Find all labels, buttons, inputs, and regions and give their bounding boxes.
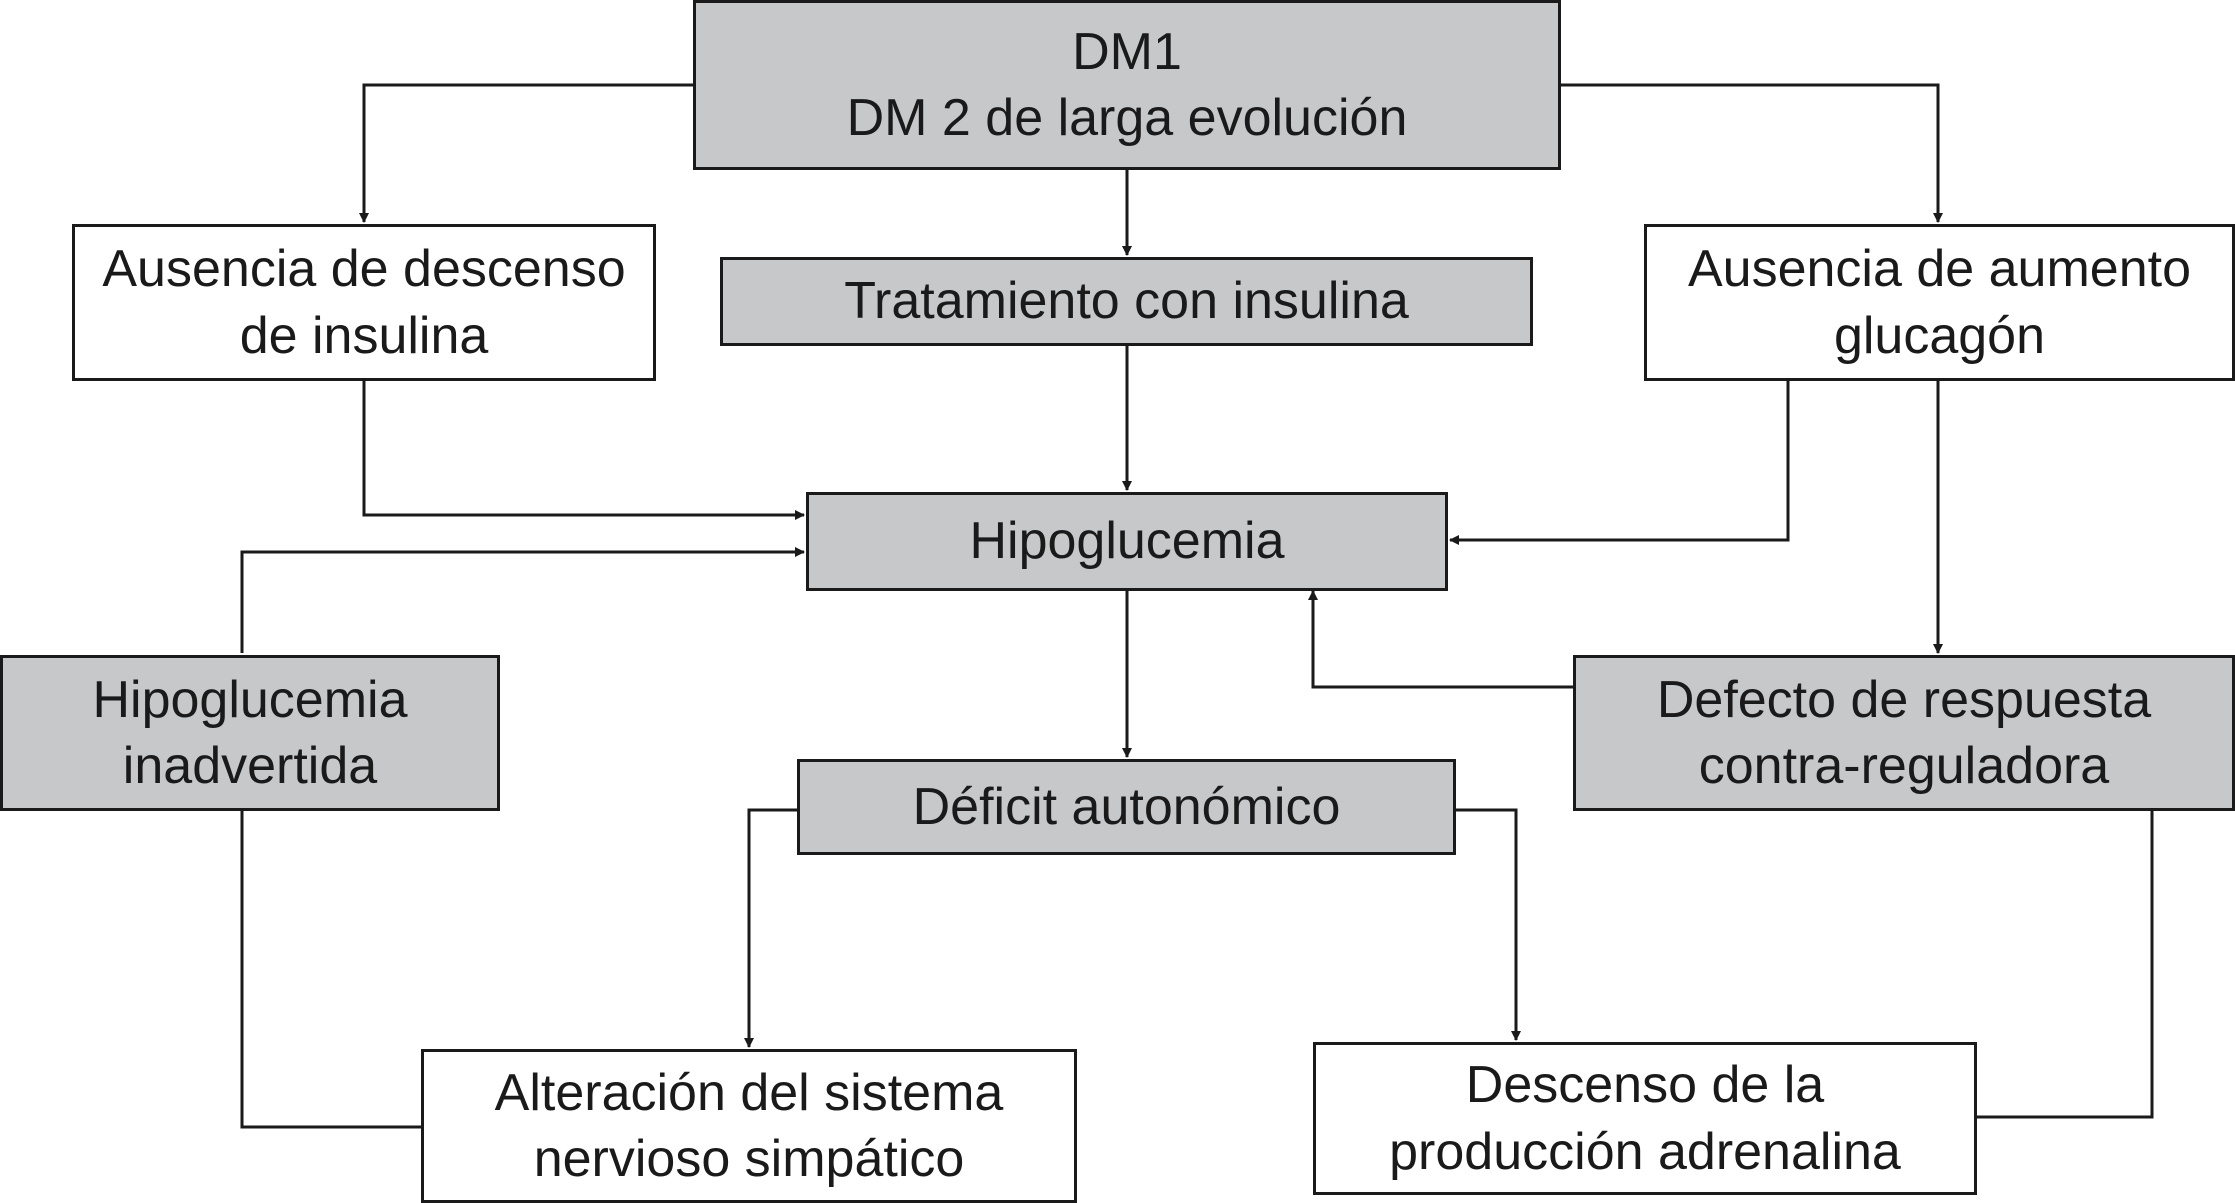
node-hipoglucemia-inadvertida: Hipoglucemia inadvertida xyxy=(0,655,500,811)
arrow-deficit-to-descenso xyxy=(1456,808,1521,1041)
arrow-deficit-to-alteracion xyxy=(744,808,797,1048)
arrow-ausencia-insulina-to-hipoglucemia xyxy=(362,381,805,520)
node-descenso-adrenalina: Descenso de la producción adrenalina xyxy=(1313,1042,1977,1195)
arrow-inadvertida-to-hipoglucemia xyxy=(240,547,805,653)
node-hipoglucemia-label: Hipoglucemia xyxy=(969,512,1285,571)
node-deficit-autonomico-label: Déficit autonómico xyxy=(912,777,1341,836)
node-alteracion-sistema-nervioso-label: Alteración del sistema nervioso simpátic… xyxy=(494,1063,1004,1188)
line-defecto-descenso xyxy=(1977,811,2154,1119)
node-descenso-adrenalina-label: Descenso de la producción adrenalina xyxy=(1389,1056,1901,1181)
node-hipoglucemia: Hipoglucemia xyxy=(806,492,1448,591)
node-ausencia-insulina-label: Ausencia de descenso de insulina xyxy=(102,240,626,365)
arrow-defecto-to-hipoglucemia xyxy=(1308,590,1573,689)
arrow-dm-to-ausencia-insulina xyxy=(359,83,693,223)
node-ausencia-glucagon-label: Ausencia de aumento glucagón xyxy=(1687,240,2191,365)
node-tratamiento-insulina-label: Tratamiento con insulina xyxy=(844,272,1409,331)
node-ausencia-glucagon: Ausencia de aumento glucagón xyxy=(1644,224,2235,381)
arrow-ausencia-glucagon-to-hipoglucemia xyxy=(1449,381,1790,545)
node-alteracion-sistema-nervioso: Alteración del sistema nervioso simpátic… xyxy=(421,1049,1077,1203)
node-ausencia-insulina: Ausencia de descenso de insulina xyxy=(72,224,656,381)
node-defecto-respuesta-label: Defecto de respuesta contra-reguladora xyxy=(1656,670,2152,795)
node-defecto-respuesta: Defecto de respuesta contra-reguladora xyxy=(1573,655,2235,811)
line-inadvertida-alteracion xyxy=(240,811,421,1129)
node-dm-label: DM1 DM 2 de larga evolución xyxy=(846,22,1408,147)
node-hipoglucemia-inadvertida-label: Hipoglucemia inadvertida xyxy=(92,670,408,795)
node-dm: DM1 DM 2 de larga evolución xyxy=(693,0,1561,170)
arrow-dm-to-ausencia-glucagon xyxy=(1561,83,1943,223)
node-deficit-autonomico: Déficit autonómico xyxy=(797,759,1456,855)
node-tratamiento-insulina: Tratamiento con insulina xyxy=(720,257,1533,346)
